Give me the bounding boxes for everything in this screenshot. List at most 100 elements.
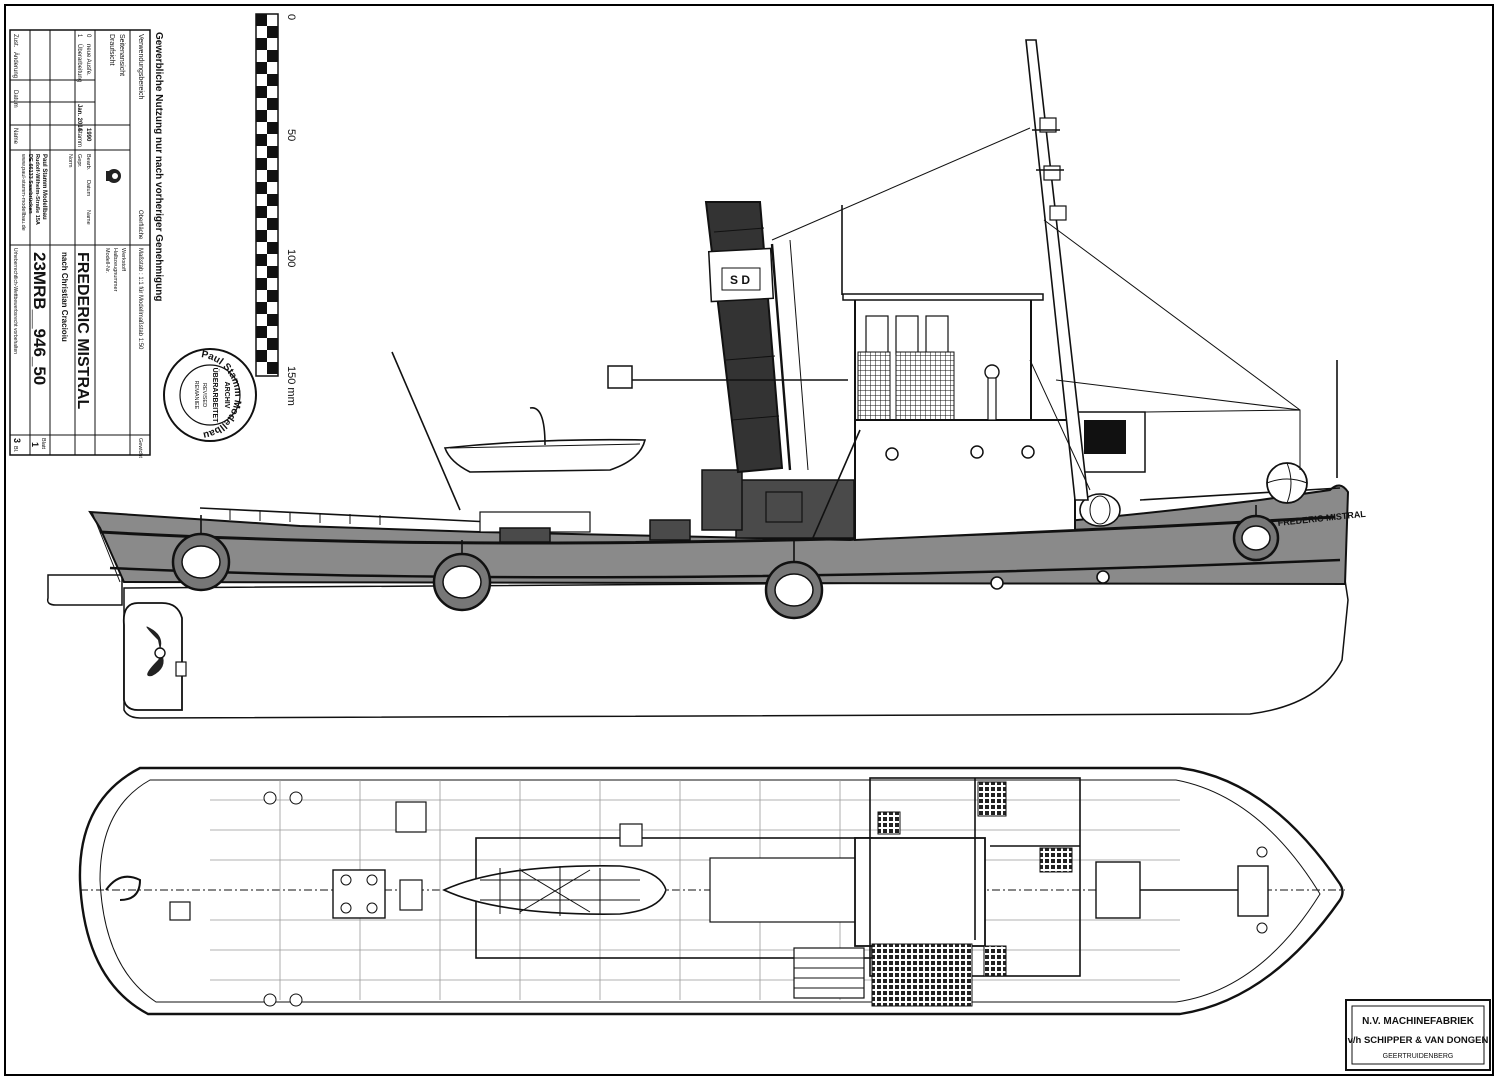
company-line-3: www.paul-stamm-modellbau.de: [20, 153, 26, 231]
title-block-border: [9, 29, 151, 456]
blatt-total: 3: [12, 438, 22, 443]
mast-light: [1049, 205, 1067, 221]
fender-tyres: [171, 505, 1280, 620]
rev-row-0-text: neue Ausfe.: [85, 44, 91, 76]
bitts: [332, 869, 386, 919]
wheelhouse-window: [865, 315, 889, 355]
scale-square: [267, 26, 278, 38]
copyright-text: Urheberrechtlich-Wettbewerbsrecht vorbeh…: [12, 248, 18, 354]
scale-square: [267, 242, 278, 254]
top-wheelhouse: [854, 837, 986, 947]
scale-square: [267, 50, 278, 62]
scale-square: [267, 290, 278, 302]
mast-light: [1039, 117, 1057, 133]
scale-square: [267, 98, 278, 110]
rudder: [122, 602, 183, 711]
scale-square: [256, 110, 267, 122]
company-line-0: Paul Stamm Modellbau: [41, 154, 47, 220]
scale-square: [256, 38, 267, 50]
rev-row-0-idx: 0: [85, 34, 91, 38]
usage-label-1: Seitenansicht: [118, 34, 125, 76]
scale-square: [267, 362, 278, 374]
hull-underbody: [123, 579, 1349, 719]
title-block: Gewerbliche Nutzung nur nach vorheriger …: [9, 29, 164, 458]
company-logo-icon: [106, 169, 121, 183]
company-line-1: Rudolf-Wilhelm-Straße 15A: [34, 154, 40, 225]
mast: [1025, 39, 1089, 501]
archive-stamp: Paul Stamm Modellbau ARCHIV ÜBERARBEITET…: [163, 348, 257, 442]
hose-reel: [1079, 493, 1121, 527]
porthole-icon: [885, 447, 899, 461]
propeller-icon: [146, 626, 187, 677]
scale-label-0: 0: [285, 14, 297, 20]
porthole-icon: [990, 576, 1004, 590]
maker-plate-line1: N.V. MACHINEFABRIEK: [1362, 1016, 1475, 1027]
footer-col-1: Änderung: [12, 52, 19, 78]
footer-col-2: Datum: [12, 90, 18, 108]
scale-square: [267, 146, 278, 158]
funnel-emblem: [707, 247, 775, 303]
scale-square: [256, 158, 267, 170]
scale-square: [256, 230, 267, 242]
drawing-frame: [4, 4, 1494, 1076]
anchor-winch-wheel-icon: [1266, 462, 1308, 504]
bow-winch: [1095, 861, 1141, 919]
scale-square: [256, 86, 267, 98]
scale-square: [267, 266, 278, 278]
funnel-letters: S D: [730, 273, 750, 287]
scale-square: [256, 254, 267, 266]
scale-square: [267, 74, 278, 86]
scale-square: [256, 134, 267, 146]
side-bollards: [263, 791, 1268, 1007]
scale-square: [256, 350, 267, 362]
small-row-2: Norm: [67, 154, 73, 168]
maker-plate-line2: v/h SCHIPPER & VAN DONGEN: [1348, 1035, 1489, 1046]
maker-plate-line3: GEERTRUIDENBERG: [1383, 1053, 1454, 1060]
stamp-line-1: ÜBERARBEITET: [211, 368, 220, 424]
wheelhouse-window: [925, 315, 949, 355]
drawing-number: 23MRB__946_50: [30, 252, 49, 385]
scale-bar: 0 50 100 150 mm: [255, 13, 297, 406]
porthole-icon: [1096, 570, 1110, 584]
rev-row-1-idx: 1: [76, 34, 82, 38]
funnel: [704, 201, 784, 474]
stamp-line-2: REVISED: [201, 383, 207, 407]
stamp-line-3: REMANIEE: [193, 381, 199, 410]
bl-label: Bl.: [12, 446, 18, 453]
porthole-icon: [970, 445, 984, 459]
lifeboat: [443, 438, 647, 473]
rev-row-1-name: Stamm: [76, 128, 82, 147]
werkstoff-label-1: Halbzeugnummer: [112, 248, 118, 292]
porthole-icon: [1021, 445, 1035, 459]
footer-col-3: Name: [12, 128, 18, 145]
side-view: FREDERIC MISTRAL S D: [46, 39, 1367, 719]
scale-square: [267, 170, 278, 182]
blatt-label: Blatt: [40, 438, 46, 449]
maker-plate: N.V. MACHINEFABRIEK v/h SCHIPPER & VAN D…: [1345, 999, 1491, 1071]
usage-label-0: Verwendungsbereich: [137, 34, 144, 99]
footer-col-0: Zust.: [12, 34, 18, 48]
oberflaeche-label: Oberfläche: [137, 210, 143, 240]
deckhouse: [854, 419, 1076, 542]
scale-square: [256, 62, 267, 74]
scale-label-150: 150 mm: [285, 366, 297, 406]
scale-square: [267, 194, 278, 206]
scale-square: [256, 302, 267, 314]
scale-square: [267, 338, 278, 350]
scale-square: [267, 218, 278, 230]
scale-label-50: 50: [285, 129, 297, 141]
scale-square: [267, 122, 278, 134]
drawing-subtitle: nach Christian Cracioiu: [60, 252, 69, 342]
small-row-0: Bearb.: [85, 154, 91, 171]
small-col-0: Datum: [85, 180, 91, 197]
scale-square: [256, 326, 267, 338]
stamp-line-0: ARCHIV: [223, 382, 230, 409]
rev-row-1-text: Überarbeitung: [76, 44, 83, 82]
rev-row-1-year: Jan. 2014: [76, 104, 82, 132]
company-line-2: DE-66133 Saarbrücken: [27, 154, 33, 214]
grating: [871, 943, 973, 1007]
werkstoff-label-2: Modell-Nr.: [104, 248, 110, 274]
small-col-1: Name: [85, 210, 91, 225]
scale-square: [256, 278, 267, 290]
